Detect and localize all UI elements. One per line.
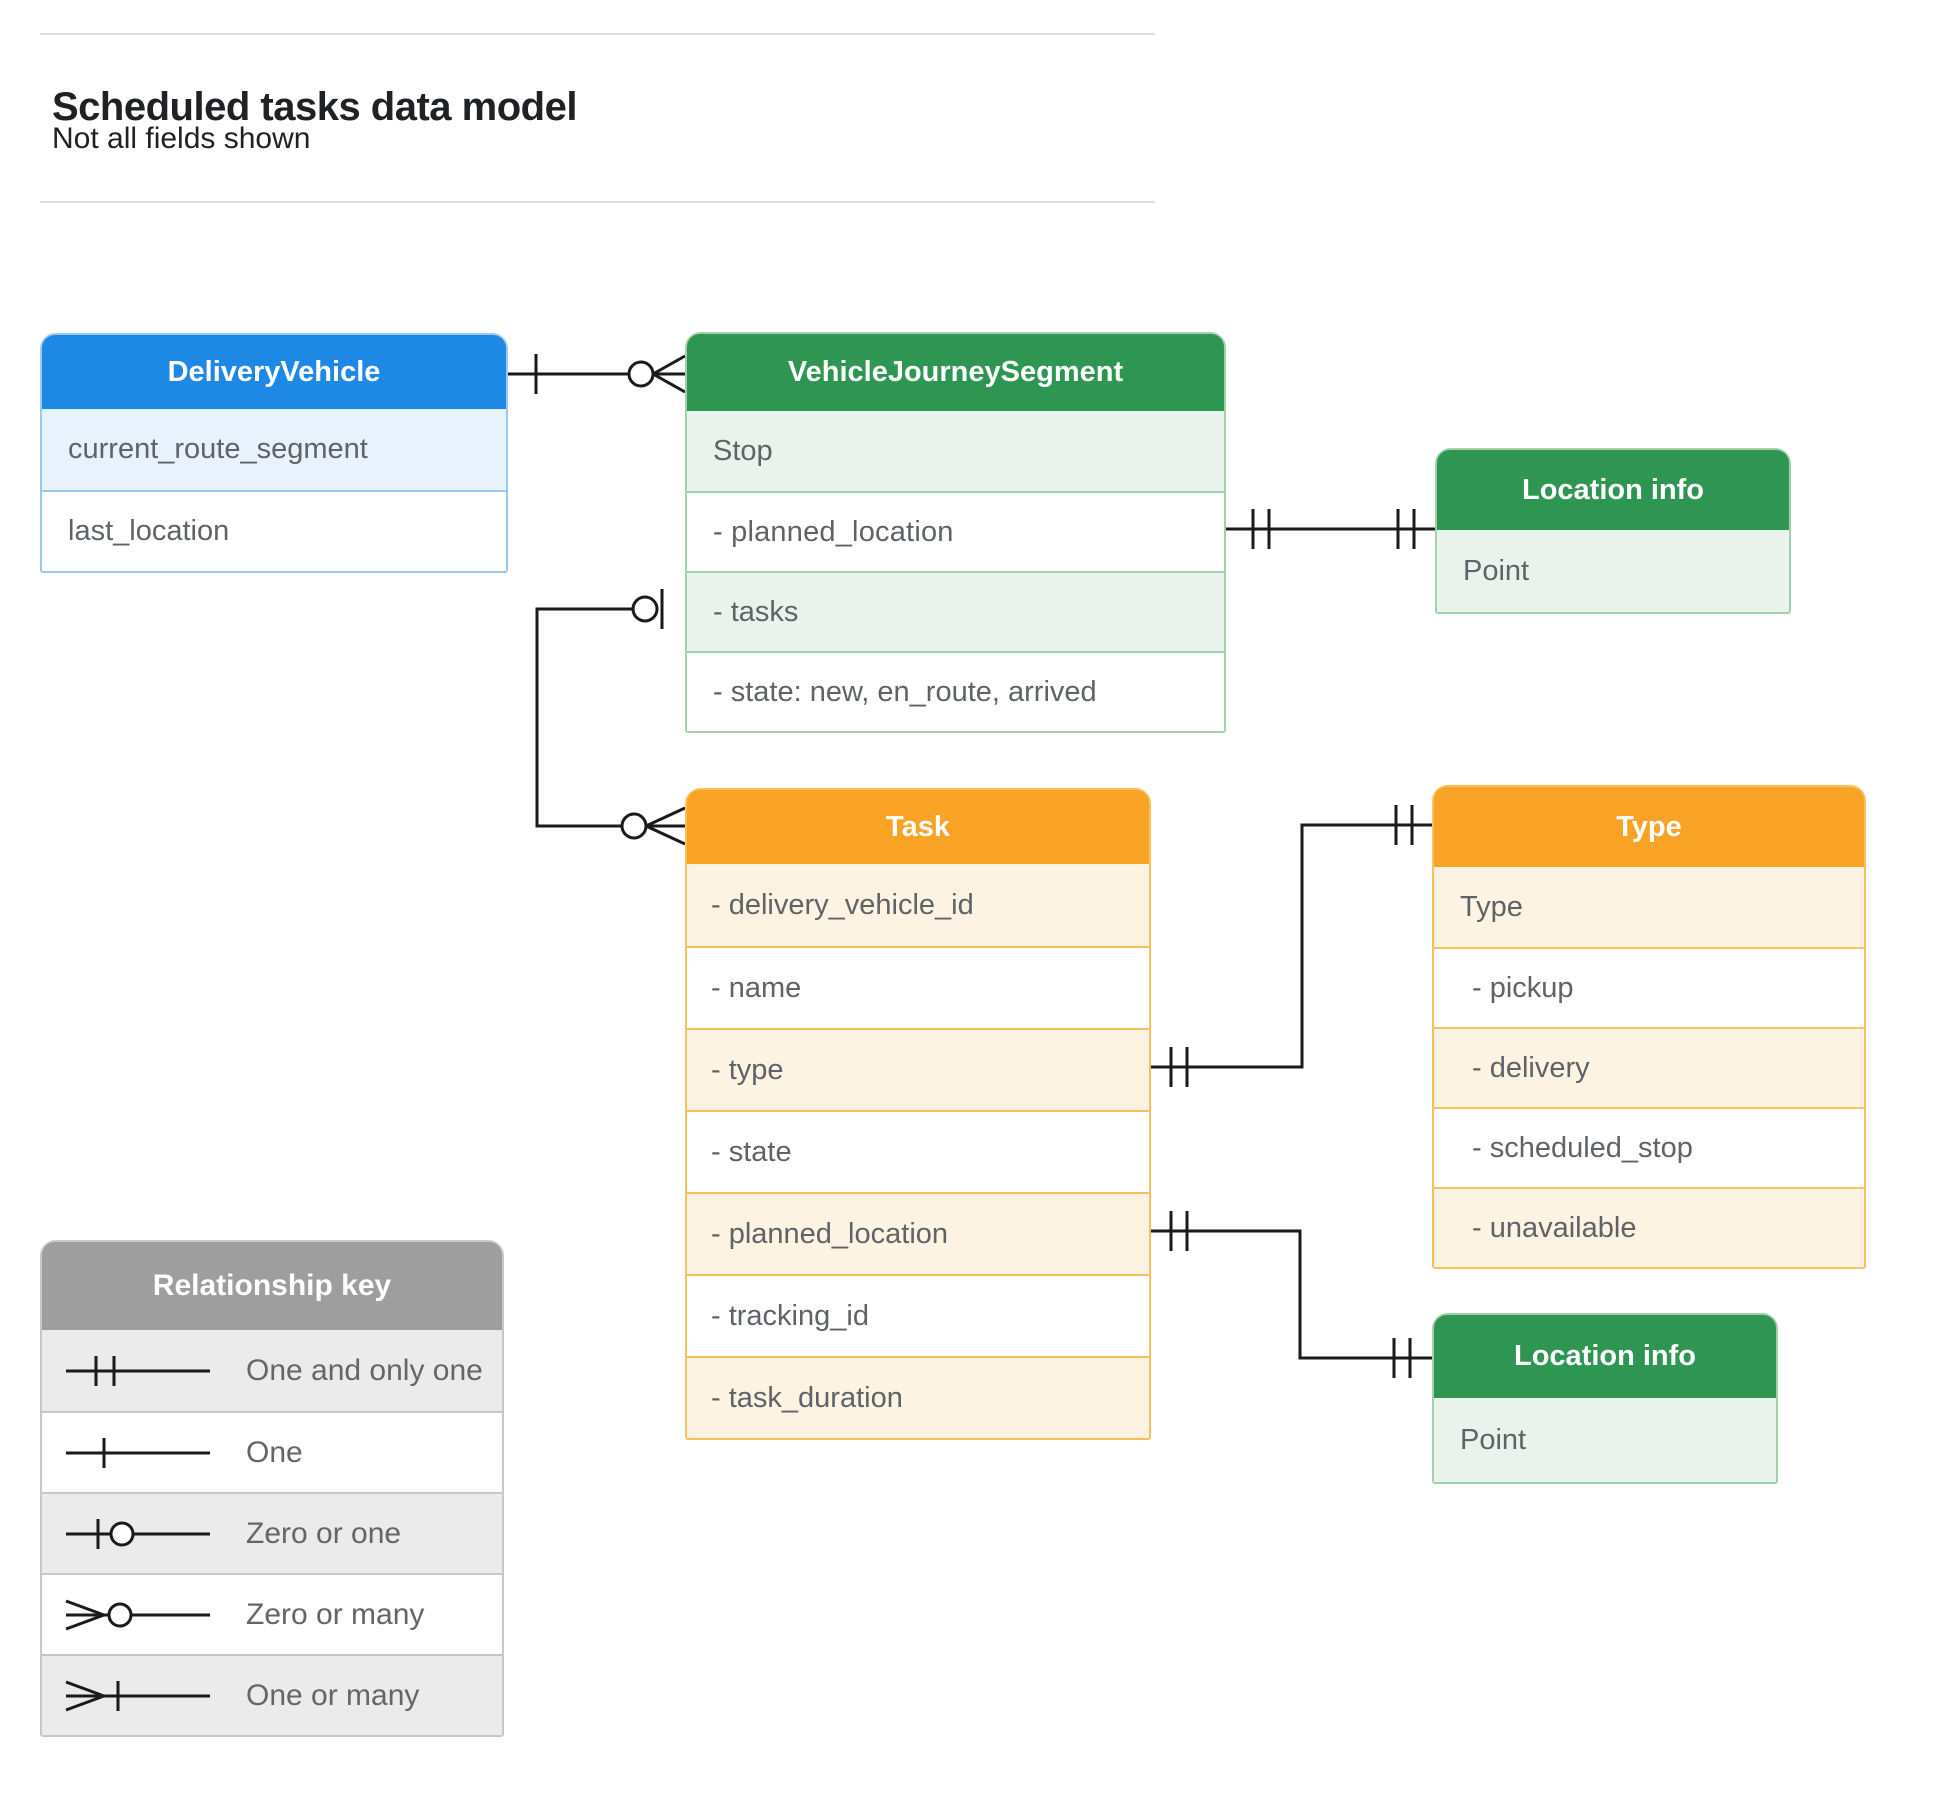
one-icon	[66, 1437, 210, 1468]
zero-or-one-icon	[66, 1518, 210, 1549]
one-and-only-one-icon	[66, 1355, 210, 1386]
field-type: - type	[687, 1028, 1149, 1110]
field-current-route-segment: current_route_segment	[42, 409, 506, 490]
entity-task-title: Task	[687, 790, 1149, 864]
entity-delivery-vehicle: DeliveryVehicle current_route_segment la…	[40, 333, 508, 573]
relationship-key-title: Relationship key	[42, 1242, 502, 1330]
connector-type-to-type-entity	[1151, 805, 1432, 1087]
field-name: - name	[687, 946, 1149, 1028]
page-title: Scheduled tasks data model	[52, 84, 577, 129]
entity-location-info-top-title: Location info	[1437, 450, 1789, 530]
relationship-key: Relationship key One and only one One Ze…	[40, 1240, 504, 1737]
legend-label: One	[246, 1435, 303, 1469]
field-unavailable: - unavailable	[1434, 1187, 1864, 1267]
field-delivery-vehicle-id: - delivery_vehicle_id	[687, 864, 1149, 946]
connector-deliveryvehicle-to-vehiclejourneysegment	[508, 354, 686, 394]
field-stop: Stop	[687, 411, 1224, 491]
legend-label: Zero or many	[246, 1597, 425, 1631]
legend-label: One or many	[246, 1678, 420, 1712]
entity-vehicle-journey-segment: VehicleJourneySegment Stop - planned_loc…	[685, 332, 1226, 733]
legend-item-one-or-many: One or many	[42, 1654, 502, 1735]
connector-plannedlocation-to-locationinfo-bottom	[1151, 1211, 1432, 1378]
field-last-location: last_location	[42, 490, 506, 571]
entity-location-info-bottom: Location info Point	[1432, 1313, 1778, 1484]
connector-plannedlocation-to-locationinfo-top	[1226, 509, 1435, 549]
field-delivery: - delivery	[1434, 1027, 1864, 1107]
entity-type-title: Type	[1434, 787, 1864, 867]
entity-task: Task - delivery_vehicle_id - name - type…	[685, 788, 1151, 1440]
field-point: Point	[1437, 530, 1789, 612]
zero-or-many-icon	[65, 1599, 210, 1630]
legend-item-zero-or-one: Zero or one	[42, 1492, 502, 1573]
legend-item-one: One	[42, 1411, 502, 1492]
legend-label: One and only one	[246, 1353, 483, 1387]
entity-type: Type Type - pickup - delivery - schedule…	[1432, 785, 1866, 1269]
entity-location-info-top: Location info Point	[1435, 448, 1791, 614]
connector-tasks-to-task	[535, 589, 686, 846]
legend-label: Zero or one	[246, 1516, 402, 1550]
field-pickup: - pickup	[1434, 947, 1864, 1027]
legend-item-one-and-only-one: One and only one	[42, 1330, 502, 1411]
field-state: - state	[687, 1110, 1149, 1192]
entity-vehicle-journey-segment-title: VehicleJourneySegment	[687, 334, 1224, 411]
field-state: - state: new, en_route, arrived	[687, 651, 1224, 731]
entity-delivery-vehicle-title: DeliveryVehicle	[42, 335, 506, 409]
field-tracking-id: - tracking_id	[687, 1274, 1149, 1356]
field-point: Point	[1434, 1398, 1776, 1482]
field-type: Type	[1434, 867, 1864, 947]
legend-item-zero-or-many: Zero or many	[42, 1573, 502, 1654]
field-tasks: - tasks	[687, 571, 1224, 651]
field-scheduled-stop: - scheduled_stop	[1434, 1107, 1864, 1187]
one-or-many-icon	[65, 1680, 210, 1711]
title-divider	[40, 201, 1155, 203]
top-divider	[40, 33, 1155, 35]
entity-location-info-bottom-title: Location info	[1434, 1315, 1776, 1398]
page-subtitle: Not all fields shown	[52, 122, 311, 155]
field-task-duration: - task_duration	[687, 1356, 1149, 1438]
field-planned-location: - planned_location	[687, 491, 1224, 571]
field-planned-location: - planned_location	[687, 1192, 1149, 1274]
